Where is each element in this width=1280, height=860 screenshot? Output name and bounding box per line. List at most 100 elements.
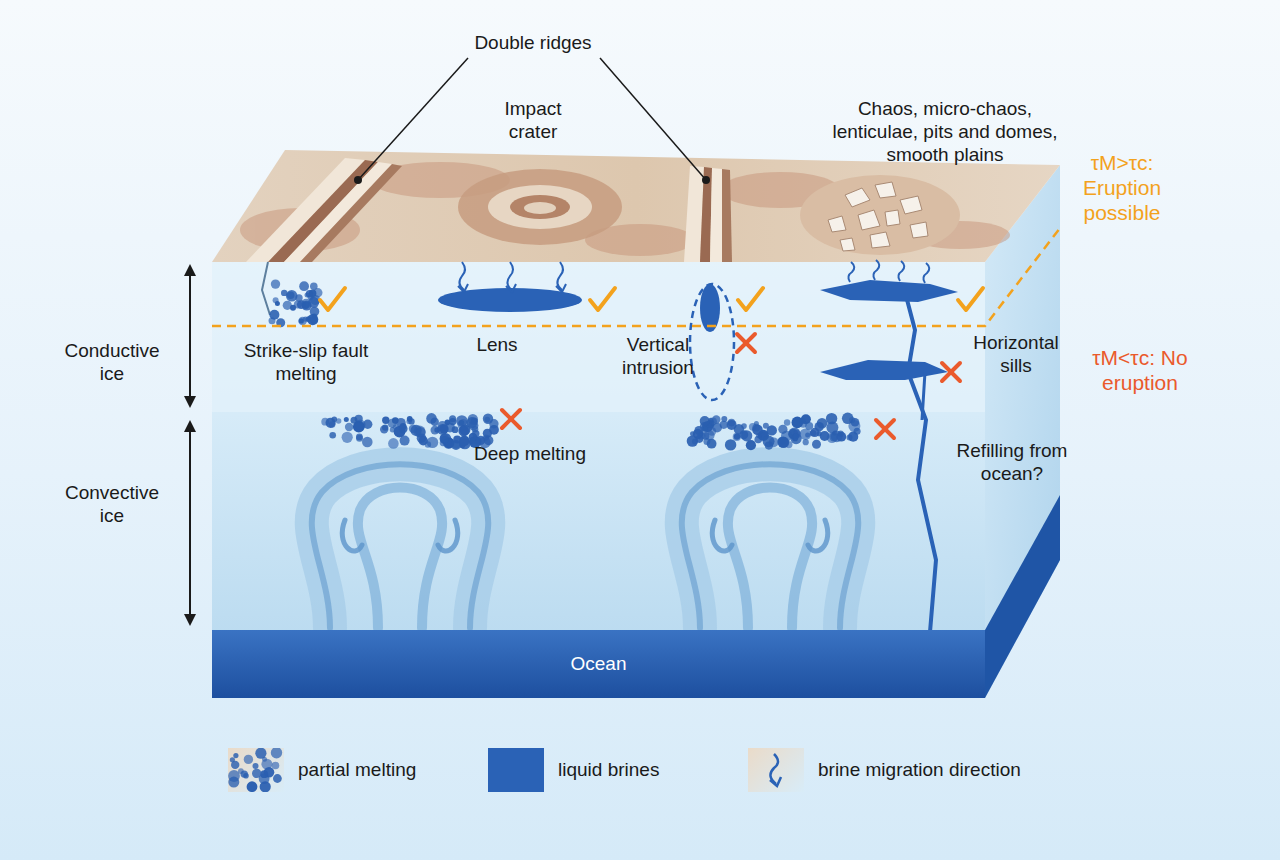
illustration-part	[312, 464, 488, 628]
illustration-part	[273, 774, 282, 783]
intrusion-outline	[690, 284, 734, 400]
illustration-part	[459, 420, 464, 425]
illustration-part	[189, 272, 191, 400]
illustration-part	[458, 284, 468, 292]
illustration-part	[356, 434, 363, 441]
illustration-part	[721, 416, 727, 422]
node-text: Ocean	[571, 653, 627, 675]
illustration-part	[312, 464, 488, 628]
illustration-part	[260, 770, 268, 778]
illustration-part	[284, 162, 392, 262]
illustration-part	[728, 488, 812, 629]
illustration-part	[828, 216, 846, 232]
illustration-part	[255, 748, 266, 759]
illustration-part	[840, 238, 855, 251]
legend-sample-art	[228, 748, 284, 792]
illustration-part	[382, 424, 388, 430]
illustration-part	[737, 334, 755, 352]
legend-text: liquid brines	[558, 759, 659, 781]
illustration-part	[784, 419, 790, 425]
illustration-part	[722, 169, 732, 262]
illustration-part	[875, 182, 896, 198]
illustration-part	[898, 261, 904, 281]
legend-item: liquid brines	[488, 748, 659, 792]
illustration-part	[355, 415, 363, 423]
illustration-part	[942, 363, 960, 381]
illustration-part	[184, 420, 196, 432]
illustration-part	[281, 290, 287, 296]
illustration-part	[409, 425, 417, 433]
illustration-part	[287, 292, 295, 300]
illustration-part	[738, 288, 763, 310]
illustration-part	[812, 440, 821, 449]
text-label: Conductive ice	[52, 340, 172, 386]
illustration-part	[406, 419, 411, 424]
illustration-part	[507, 262, 513, 290]
illustration-part	[388, 438, 399, 449]
illustration-part	[873, 260, 879, 280]
illustration-part	[458, 169, 622, 245]
brine-migration-arrows	[458, 262, 566, 292]
illustration-part	[858, 210, 880, 230]
illustration-part	[690, 431, 695, 436]
illustration-part	[228, 748, 282, 792]
illustration-part	[329, 432, 336, 439]
text-label: Convective ice	[52, 482, 172, 528]
illustration-part	[309, 290, 317, 298]
front-face	[212, 262, 985, 698]
illustration-part	[870, 232, 890, 248]
illustration-part	[590, 288, 615, 310]
illustration-part	[803, 439, 809, 445]
illustration-part	[733, 433, 741, 441]
illustration-part	[754, 436, 762, 444]
illustration-part	[876, 420, 894, 438]
text-label: Chaos, micro-chaos, lenticulae, pits and…	[820, 98, 1070, 166]
illustration-part	[754, 421, 759, 426]
illustration-part	[682, 464, 858, 628]
illustration-part	[682, 464, 858, 628]
illustration-part	[820, 431, 830, 441]
illustration-part	[290, 305, 296, 311]
legend-item: partial melting	[228, 748, 416, 792]
legend-sample	[748, 748, 804, 792]
illustration-part	[710, 168, 722, 262]
convection-plume	[312, 464, 488, 628]
illustration-part	[712, 520, 732, 551]
illustration-part	[286, 290, 298, 302]
illustration-part	[900, 196, 922, 214]
illustration-part	[763, 423, 769, 429]
illustration-part	[189, 428, 191, 618]
illustration-part	[700, 167, 712, 262]
illustration-part	[301, 299, 311, 309]
illustration-part	[838, 431, 844, 437]
illustration-part	[363, 420, 372, 429]
text-label: Refilling from ocean?	[937, 440, 1087, 486]
illustration-part	[778, 437, 789, 448]
illustration-part	[845, 188, 870, 207]
illustration-part	[388, 419, 397, 428]
illustration-part	[848, 262, 854, 282]
illustration-part	[241, 770, 248, 777]
chaos-terrain	[800, 175, 960, 255]
illustration-part	[354, 176, 362, 184]
illustration-part	[800, 175, 960, 255]
illustration-part	[488, 185, 592, 229]
illustration-part	[358, 488, 442, 629]
illustration-part	[506, 284, 516, 292]
threshold-line	[212, 228, 1060, 326]
ocean-band: Ocean	[212, 630, 985, 698]
illustration-part	[820, 360, 948, 380]
illustration-part	[261, 759, 272, 770]
sill-brine-squiggles	[848, 260, 929, 283]
illustration-part	[260, 781, 271, 792]
illustration-part	[510, 195, 570, 219]
illustration-part	[458, 426, 469, 437]
illustration-part	[184, 264, 196, 276]
illustration-part	[230, 757, 235, 762]
illustration-part	[905, 292, 936, 632]
illustration-part	[770, 777, 781, 786]
illustration-part	[694, 426, 703, 435]
legend-swatch	[488, 748, 544, 792]
illustration-part	[923, 263, 929, 283]
